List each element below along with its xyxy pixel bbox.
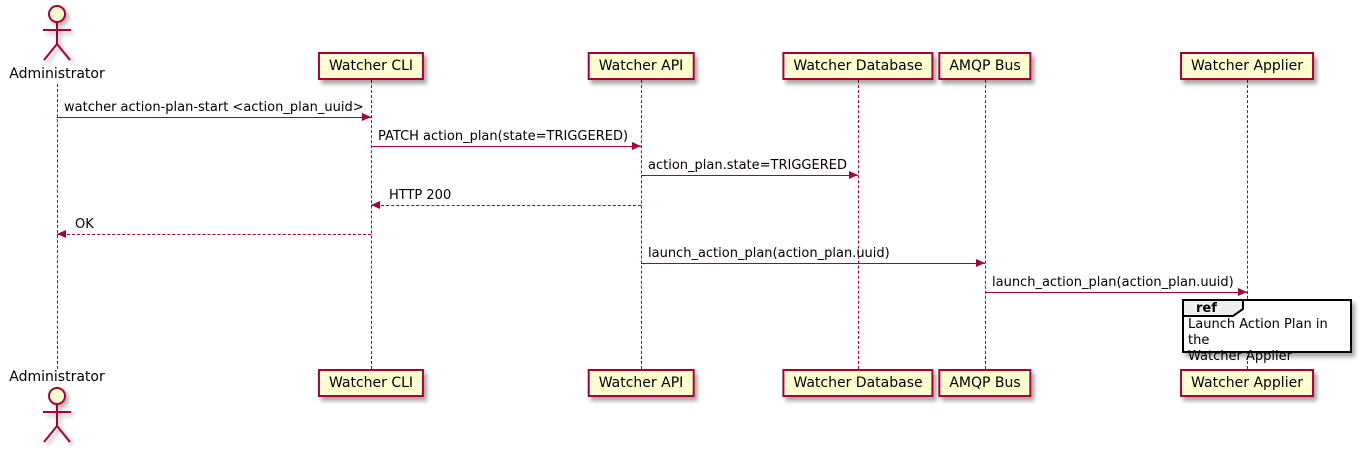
lifeline-amqp-bus [984, 80, 986, 369]
ref-keyword: ref [1196, 301, 1217, 316]
actor-figure-bottom [43, 387, 71, 443]
message-label: action_plan.state=TRIGGERED [648, 158, 847, 173]
message-line [57, 117, 371, 118]
message-arrowhead [849, 171, 858, 179]
message-label: HTTP 200 [389, 188, 452, 203]
message-line [985, 292, 1247, 293]
message-label: launch_action_plan(action_plan.uuid) [648, 246, 890, 261]
lifeline-watcher-database [857, 80, 859, 369]
lifeline-administrator [56, 84, 58, 369]
message-arrowhead [632, 142, 641, 150]
message-label: OK [75, 217, 94, 232]
participant-watcher-applier-top: Watcher Applier [1180, 52, 1314, 80]
actor-figure-top [43, 5, 71, 61]
message-arrowhead [976, 259, 985, 267]
message-line [371, 146, 641, 147]
participant-watcher-cli-top: Watcher CLI [317, 52, 425, 80]
participant-amqp-bus-top: AMQP Bus [938, 52, 1032, 80]
participant-watcher-database-bottom: Watcher Database [782, 369, 934, 397]
message-line [371, 205, 641, 206]
ref-fragment: ref Launch Action Plan in the Watcher Ap… [1182, 299, 1352, 364]
participant-watcher-api-top: Watcher API [587, 52, 695, 80]
message-line [641, 175, 858, 176]
message-arrowhead [371, 201, 380, 209]
participant-amqp-bus-bottom: AMQP Bus [938, 369, 1032, 397]
message-label: watcher action-plan-start <action_plan_u… [64, 100, 364, 115]
lifeline-watcher-cli [370, 80, 372, 369]
participant-watcher-applier-bottom: Watcher Applier [1180, 369, 1314, 397]
message-label: PATCH action_plan(state=TRIGGERED) [378, 129, 629, 144]
actor-label-bottom: Administrator [9, 369, 105, 385]
message-line [57, 234, 371, 235]
actor-label-top: Administrator [9, 66, 105, 82]
message-arrowhead [1238, 288, 1247, 296]
message-arrowhead [57, 230, 66, 238]
message-label: launch_action_plan(action_plan.uuid) [992, 275, 1234, 290]
participant-watcher-api-bottom: Watcher API [587, 369, 695, 397]
lifeline-watcher-applier [1246, 80, 1248, 369]
participant-watcher-database-top: Watcher Database [782, 52, 934, 80]
message-line [641, 263, 985, 264]
participant-watcher-cli-bottom: Watcher CLI [317, 369, 425, 397]
ref-body-text: Launch Action Plan in the Watcher Applie… [1188, 317, 1328, 364]
message-arrowhead [362, 113, 371, 121]
lifeline-watcher-api [640, 80, 642, 369]
ref-header-pentagon [1182, 299, 1244, 317]
